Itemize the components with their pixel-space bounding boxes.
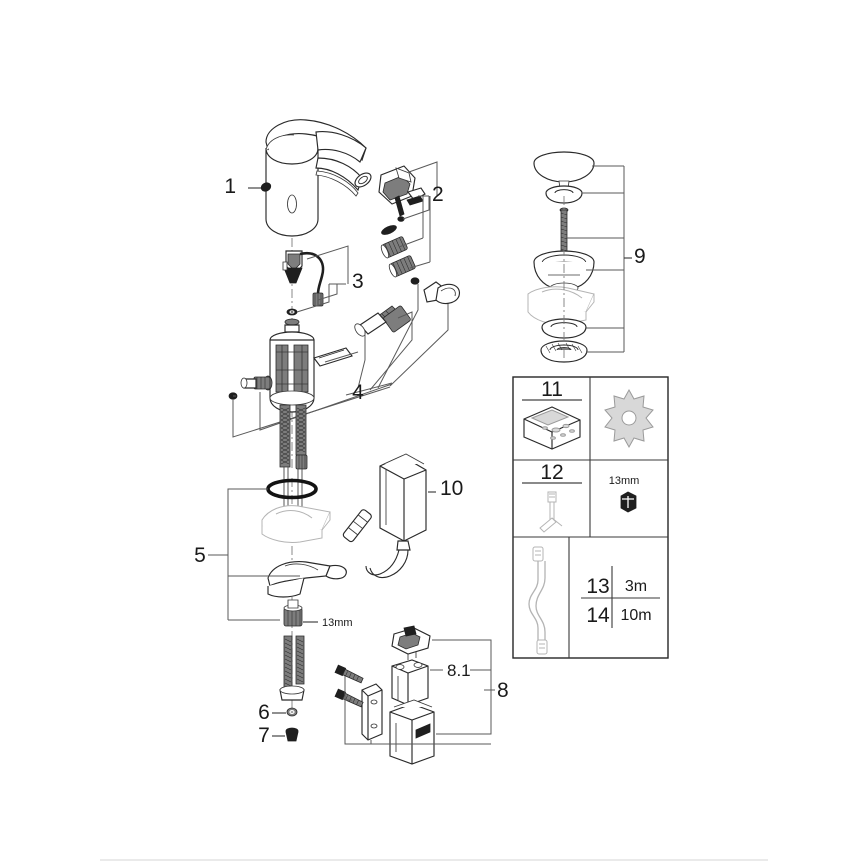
callout-2-leaders bbox=[398, 161, 438, 269]
dimension-label-stem: 13mm bbox=[322, 617, 353, 629]
callout-9-leaders bbox=[567, 165, 632, 353]
callout-label-9: 9 bbox=[634, 245, 646, 268]
accessory-box-labels: 11 12 13 3m 14 10m bbox=[540, 378, 651, 627]
power-supply-unit bbox=[342, 453, 436, 579]
callout-3-leaders bbox=[296, 245, 349, 313]
callout-label-10: 10 bbox=[440, 477, 463, 500]
callout-label-3: 3 bbox=[352, 270, 364, 293]
mixing-valve bbox=[345, 277, 461, 396]
accessory-label-12: 12 bbox=[540, 461, 563, 484]
connection-cable-icon bbox=[528, 546, 548, 655]
cartridge-body bbox=[228, 318, 393, 438]
dimension-label-group: 13mm 13mm bbox=[322, 475, 639, 629]
service-tool-icon bbox=[539, 491, 563, 533]
braided-hoses bbox=[279, 404, 308, 521]
accessory-label-11: 11 bbox=[541, 378, 563, 401]
cartridge-leaders bbox=[232, 351, 393, 438]
callout-8-leaders bbox=[344, 639, 495, 745]
remote-control-icon bbox=[523, 406, 581, 450]
sensor-module bbox=[354, 161, 438, 278]
length-row-item-13: 13 bbox=[586, 575, 609, 598]
callout-label-8: 8 bbox=[497, 679, 509, 702]
spout-body bbox=[248, 119, 367, 237]
lower-stem bbox=[272, 635, 305, 742]
callout-label-8-1: 8.1 bbox=[447, 661, 471, 680]
callout-label-2: 2 bbox=[432, 183, 444, 206]
callout-5-leaders bbox=[208, 488, 300, 621]
battery-box bbox=[334, 625, 495, 765]
pop-up-waste-set bbox=[527, 151, 632, 363]
callout-label-4: 4 bbox=[352, 381, 364, 404]
callout-labels: 1 2 3 4 5 6 7 8 8.1 9 10 bbox=[194, 175, 646, 747]
length-row-value-3m: 3m bbox=[625, 578, 647, 595]
hex-nut-icon bbox=[620, 491, 637, 513]
length-row-item-14: 14 bbox=[586, 604, 610, 627]
length-table bbox=[581, 566, 660, 628]
callout-4-leaders bbox=[345, 284, 449, 396]
callout-label-7: 7 bbox=[258, 724, 270, 747]
dimension-label-box: 13mm bbox=[609, 475, 640, 487]
length-row-value-10m: 10m bbox=[620, 607, 651, 624]
callout-label-1: 1 bbox=[224, 175, 236, 198]
solenoid-valve bbox=[282, 245, 349, 316]
accessory-box bbox=[512, 376, 669, 659]
gear-icon bbox=[604, 388, 654, 449]
mounting-hardware bbox=[208, 478, 347, 627]
callout-label-5: 5 bbox=[194, 544, 206, 567]
callout-label-6: 6 bbox=[258, 701, 270, 724]
